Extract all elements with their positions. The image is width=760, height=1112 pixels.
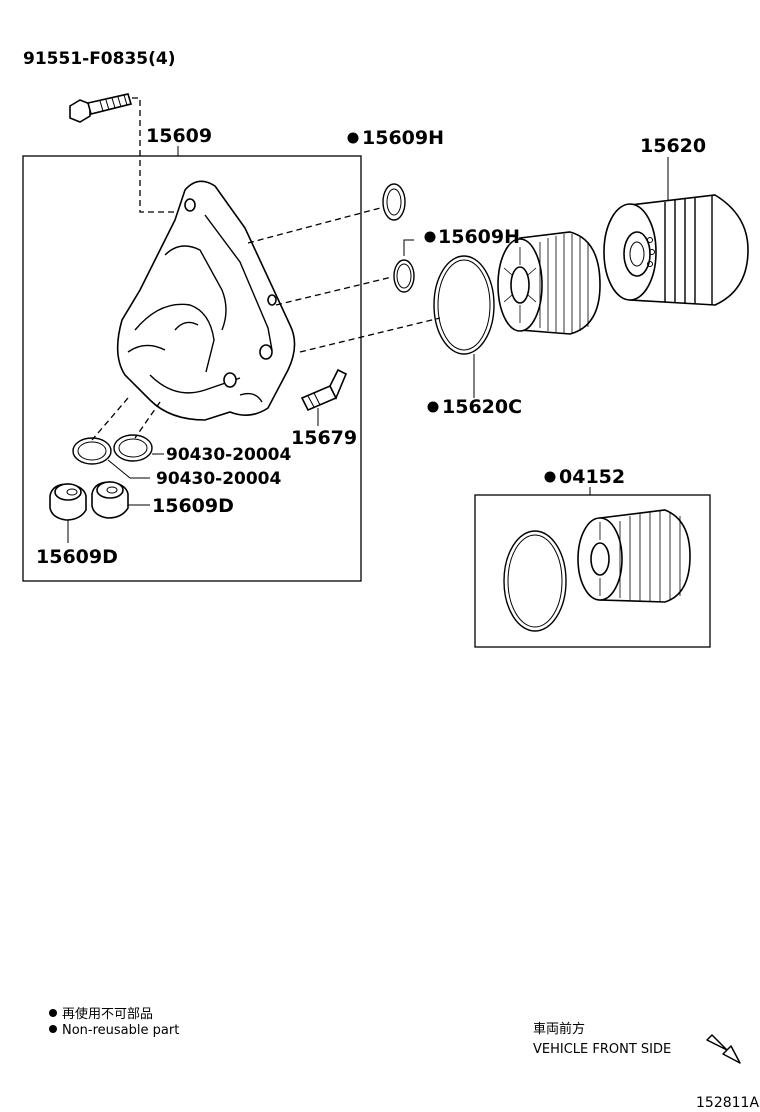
bolt-drawing xyxy=(69,93,133,123)
direction-english: VEHICLE FRONT SIDE xyxy=(533,1042,671,1057)
label-washer-right: 90430-20004 xyxy=(166,445,292,465)
align-line-3 xyxy=(299,317,441,353)
oring-lower-inner xyxy=(396,263,412,289)
oring-upper xyxy=(382,183,406,221)
oring-lower-leader xyxy=(403,239,414,256)
drain-plug-drawing xyxy=(300,368,348,412)
kit-gasket xyxy=(503,530,567,632)
non-reusable-marker-gasket xyxy=(427,401,439,413)
label-plug-left: 15609D xyxy=(36,546,118,568)
non-reusable-marker-oring-lower xyxy=(424,231,436,243)
legend-marker-1 xyxy=(49,1009,57,1017)
washer-left-leader xyxy=(107,459,150,479)
filter-element-main xyxy=(497,231,601,335)
label-bolt: 91551-F0835(4) xyxy=(23,49,176,69)
label-drain-plug: 15679 xyxy=(291,427,357,449)
label-oring-lower: 15609H xyxy=(438,226,520,248)
element-kit-box xyxy=(474,494,711,648)
label-gasket: 15620C xyxy=(442,396,522,418)
front-direction-arrow-icon xyxy=(706,1034,741,1064)
legend: 再使用不可部品 Non-reusable part xyxy=(49,1006,179,1038)
filter-cap xyxy=(603,194,749,306)
figure-reference: 152811A xyxy=(696,1095,759,1111)
oring-upper-inner xyxy=(386,188,402,216)
washer-left xyxy=(72,437,112,465)
label-housing: 15609 xyxy=(146,125,212,147)
gasket-c-inner xyxy=(437,259,491,351)
label-oring-upper: 15609H xyxy=(362,127,444,149)
washer-left-inner xyxy=(77,441,107,461)
legend-japanese: 再使用不可部品 xyxy=(62,1006,153,1022)
legend-marker-2 xyxy=(49,1025,57,1033)
kit-gasket-inner xyxy=(507,534,563,628)
align-line-4 xyxy=(91,397,129,441)
align-line-2 xyxy=(275,276,393,306)
kit-filter-element xyxy=(577,509,691,603)
label-plug-right: 15609D xyxy=(152,495,234,517)
washer-right xyxy=(113,434,153,462)
align-line-5 xyxy=(134,401,161,439)
label-cap: 15620 xyxy=(640,135,706,157)
washer-right-inner xyxy=(118,438,148,458)
bolt-leader xyxy=(132,97,190,213)
label-element-kit: 04152 xyxy=(559,466,625,488)
legend-english: Non-reusable part xyxy=(62,1023,179,1038)
label-washer-left: 90430-20004 xyxy=(156,469,282,489)
housing-drawing xyxy=(116,180,296,421)
oring-lower xyxy=(393,259,415,293)
gasket-c xyxy=(433,255,495,355)
direction-japanese: 車両前方 xyxy=(533,1021,585,1037)
housing-group-box xyxy=(22,155,362,582)
non-reusable-marker-kit xyxy=(544,471,556,483)
align-line-1 xyxy=(247,206,385,244)
plug-right-drawing xyxy=(91,481,129,519)
plug-left-drawing xyxy=(49,483,87,521)
non-reusable-marker-oring-upper xyxy=(347,132,359,144)
